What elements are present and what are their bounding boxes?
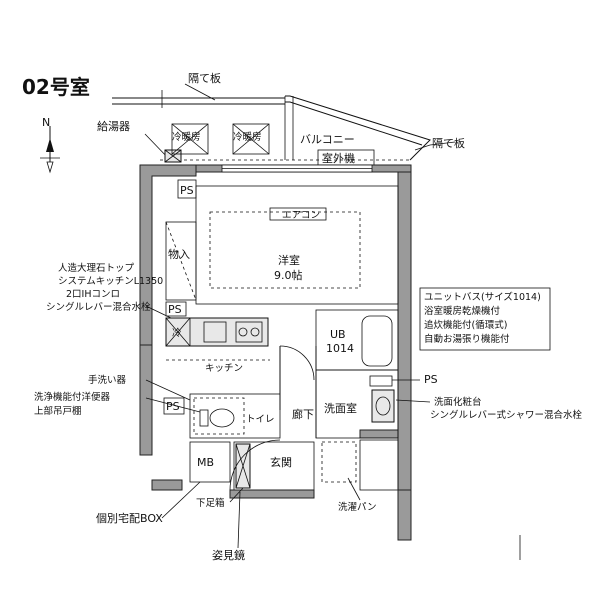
bathtub-icon [361,315,393,367]
washer-pan [321,441,357,483]
ps-low-box [163,397,185,415]
upper-cabinet [193,397,245,435]
storage-closet [165,221,197,301]
fridge-label: 冷 [172,327,182,339]
counter-spec-line-2: システムキッチンL1350 [58,276,163,287]
kitchen-sink-icon [203,321,227,343]
ub-size-label: 1014 [326,342,354,355]
toilet-spec-line-1: 洗浄機能付洋便器 [34,391,111,403]
vanity-label-1: 洗面化粧台 [434,396,482,408]
western-room-dashed-area [209,211,361,289]
vanity-icon [371,389,395,423]
western-room-label: 洋室 [278,253,300,267]
toilet-label: トイレ [246,414,275,425]
aircon-label: エアコン [282,210,320,221]
wall-bottom-right-stub [397,489,412,541]
toilet-room [189,393,281,439]
ac-outlet-label-2: 冷暖房 [233,131,262,143]
entrance-label: 玄関 [270,455,292,469]
wall-entrance-bottom [229,489,315,499]
ps-mid-label: PS [168,303,182,316]
mb-label: MB [197,456,214,469]
ps-mid-box [165,301,187,317]
balcony-label: バルコニー [300,133,355,146]
wall-left-lower [139,344,153,456]
wall-bottom-right [359,429,399,439]
toilet-spec-line-2: 上部吊戸棚 [34,405,82,417]
wall-right [397,171,412,501]
storage-label: 物入 [168,247,190,261]
outdoor-unit-label: 室外機 [322,151,355,165]
partition-right-label: 隔て板 [432,136,465,150]
ih-stove-icon [235,321,263,343]
unit-bath-spec-line-3: 追炊機能付(循環式) [424,319,507,331]
unit-bath-spec-line-4: 自動お湯張り機能付 [424,333,510,345]
wall-bottom-left [151,479,183,491]
ps-top-label: PS [180,184,194,197]
ac-outlet-icon [171,123,209,155]
washroom-label: 洗面室 [324,401,357,415]
unit-title: 02号室 [22,75,90,99]
ac-outlet-label-1: 冷暖房 [172,131,201,143]
unit-bath-spec-line-1: ユニットバス(サイズ1014) [424,291,541,303]
washer-label: 洗濯パン [338,501,376,513]
unit-bath-spec-line-2: 浴室暖房乾燥機付 [424,305,501,317]
ps-low-label: PS [166,400,180,413]
washroom [315,369,399,439]
entrance-door-swing [229,439,281,491]
water-heater-label: 給湯器 [97,119,130,133]
western-room [195,185,399,305]
toilet-icon [209,408,235,428]
balcony-railing [285,95,431,161]
kitchen-label: キッチン [205,363,243,374]
vanity-label-2: シングルレバー式シャワー混合水栓 [430,409,583,421]
fridge-space [165,317,191,347]
counter-spec-line-1: 人造大理石トップ [58,262,135,274]
washer-area [359,439,399,491]
ub-label: UB [330,328,346,341]
room-size-label: 9.0帖 [274,269,303,282]
shoe-box-label: 下足箱 [196,497,225,509]
mirror-label: 姿見鏡 [212,548,245,562]
ps-right-box [369,375,393,387]
mb-box [189,441,231,483]
hand-wash-label: 手洗い器 [88,374,127,386]
ac-outlet-icon [232,123,270,155]
compass-icon [40,126,60,174]
counter-spec-line-4: シングルレバー混合水栓 [46,301,151,313]
counter-spec-line-3: 2口IHコンロ [66,289,120,300]
compass-north-label: N [42,116,50,129]
ps-right-label: PS [424,373,438,386]
hallway-label: 廊下 [292,407,314,421]
partition-top-label: 隔て板 [188,71,221,85]
unit-bath-spec-box [419,287,551,351]
unit-bath [315,309,399,371]
delivery-box-label: 個別宅配BOX [96,511,163,525]
aircon-unit [269,207,327,221]
door-swing [279,345,315,381]
ps-top-box [177,179,197,199]
